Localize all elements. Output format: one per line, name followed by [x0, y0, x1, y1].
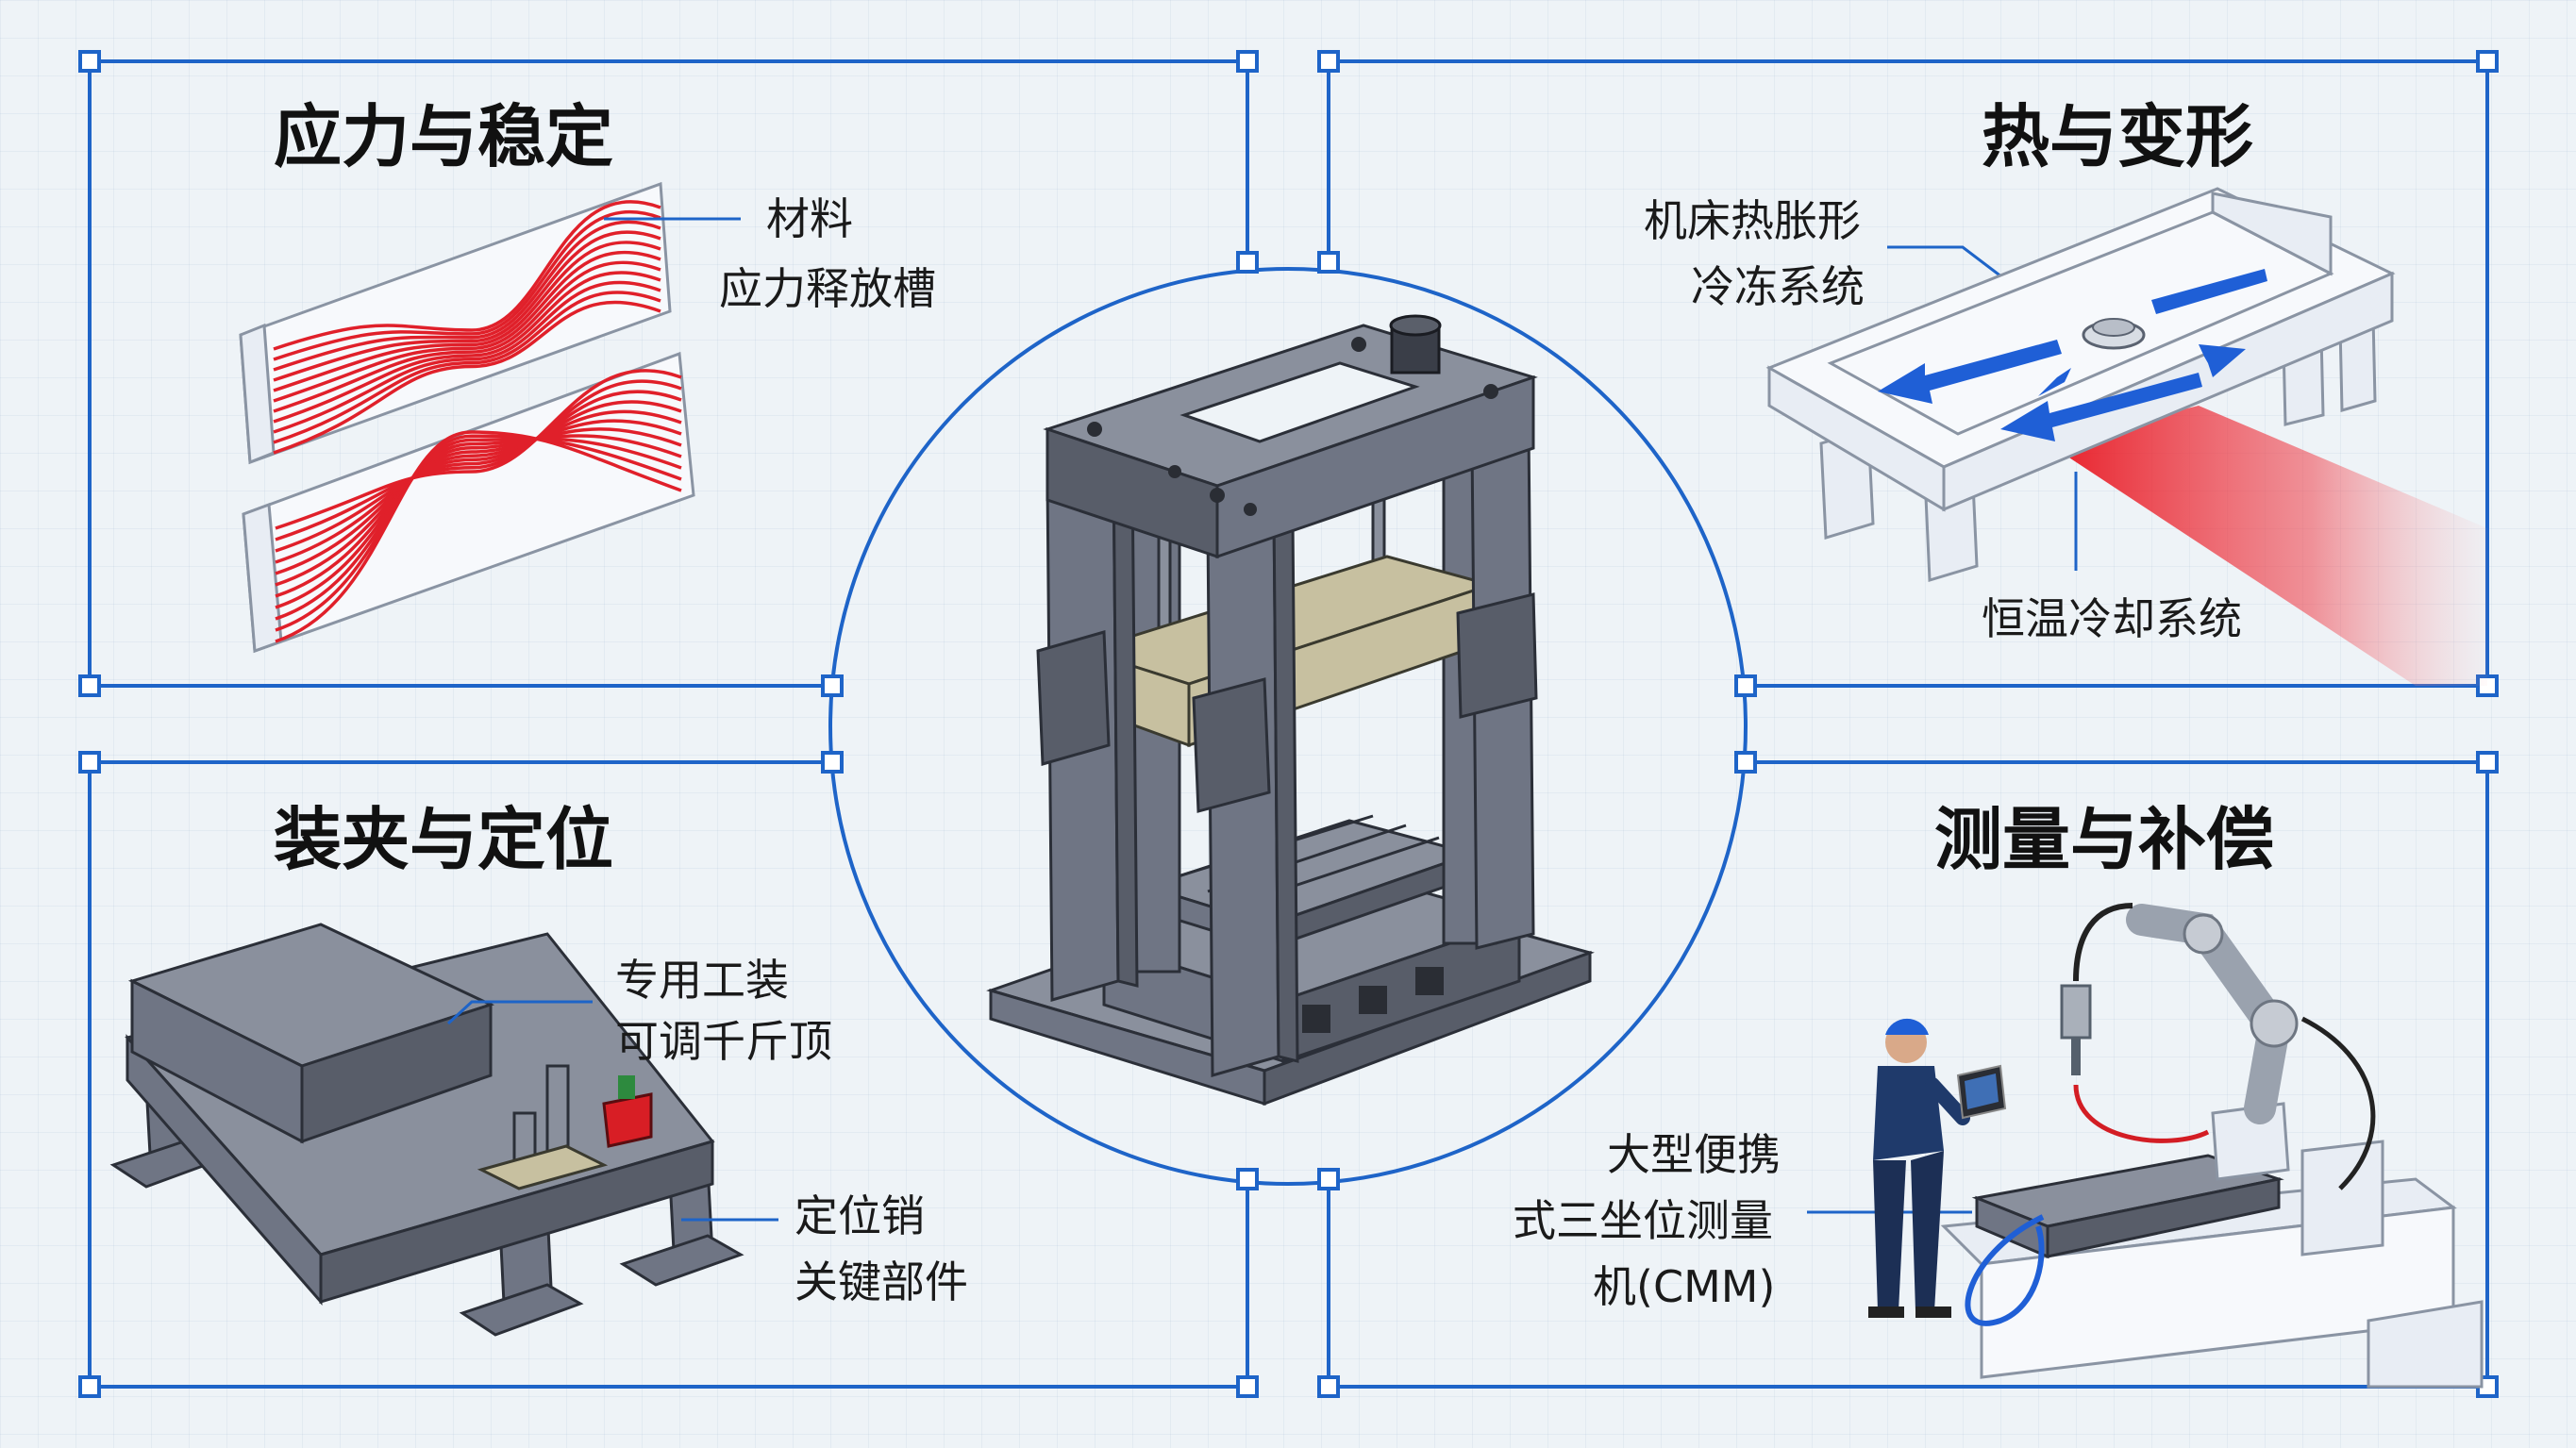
fixture-title: 装夹与定位: [274, 800, 613, 879]
stress-flow-line: [273, 220, 661, 372]
stress-relief-icon: [239, 181, 695, 654]
fixture-label-bottom-line1: 定位销: [795, 1190, 925, 1241]
machine-bed-icon: [1765, 187, 2487, 686]
stress-flow-line: [273, 291, 661, 444]
fixture-table-icon: [109, 923, 744, 1337]
stress-flow-line: [273, 241, 661, 392]
stress-flow-line: [275, 409, 682, 575]
fixture-label-top-line2: 可调千斤顶: [615, 1016, 832, 1067]
stress-label-line1: 材料: [766, 193, 853, 244]
thermal-label-bottom: 恒温冷却系统: [1982, 593, 2242, 644]
stress-flow-line: [273, 260, 661, 413]
measure-label-line3: 机(CMM): [1593, 1261, 1775, 1312]
stress-flow-line: [273, 280, 661, 434]
measure-title: 测量与补偿: [1934, 800, 2274, 879]
stress-flow-line: [273, 209, 661, 361]
stress-flow-line: [275, 390, 682, 553]
stress-flow-line: [275, 434, 682, 609]
stress-label-line2: 应力释放槽: [719, 263, 936, 314]
thermal-title: 热与变形: [1982, 97, 2253, 176]
stress-flow-line: [275, 419, 682, 587]
four-column-press-icon: [986, 314, 1595, 1107]
thermal-top-leader: [1887, 245, 2011, 285]
fixture-top-leader: [446, 1000, 593, 1025]
stress-flow-line: [273, 271, 661, 424]
stress-title: 应力与稳定: [274, 97, 613, 176]
stress-flow-line: [273, 230, 661, 382]
stress-flow-line: [275, 369, 682, 530]
cmm-robot-icon: [1868, 903, 2484, 1389]
measure-label-line2: 式三坐位测量: [1513, 1195, 1773, 1246]
stress-flow-line: [273, 200, 661, 351]
stress-flow-line: [273, 300, 661, 455]
stress-flow-line: [275, 427, 682, 598]
stress-flow-line: [275, 400, 682, 564]
stress-flow-line: [275, 430, 682, 643]
measure-label-line1: 大型便携: [1607, 1129, 1781, 1180]
stress-flow-line: [275, 434, 682, 632]
thermal-label-top-line1: 机床热胀形: [1644, 195, 1861, 246]
fixture-label-top-line1: 专用工装: [615, 955, 789, 1006]
thermal-label-top-line2: 冷冻系统: [1691, 261, 1865, 312]
fixture-label-bottom-line2: 关键部件: [795, 1257, 968, 1307]
heat-plume: [2048, 406, 2487, 686]
stress-flow-line: [275, 379, 682, 541]
stress-flow-line: [275, 437, 682, 621]
stress-flow-line: [273, 251, 661, 403]
